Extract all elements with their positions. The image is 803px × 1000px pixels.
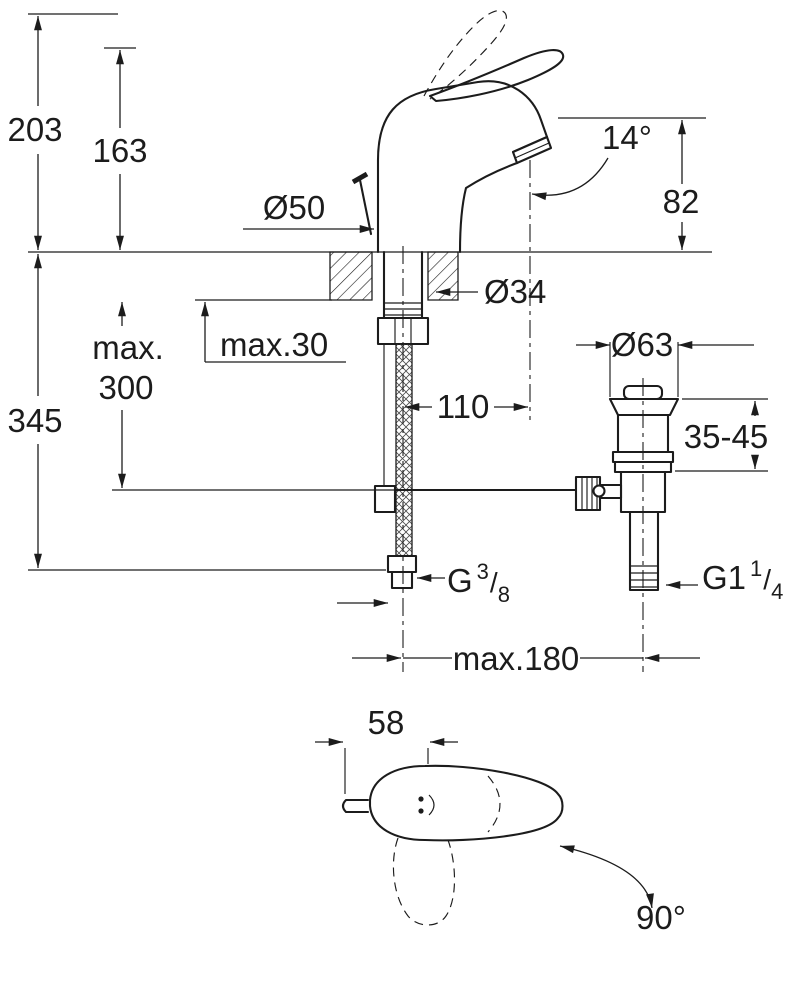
dim-14deg-label: 14° (602, 119, 652, 156)
deck-hatch-right (427, 251, 459, 301)
dim-300-label: 300 (98, 369, 153, 406)
rod-ball-joint (592, 484, 606, 498)
dim-hose-length: max. 300 (92, 301, 164, 489)
dimensions: 203 163 Ø50 14° 82 Ø34 (7, 15, 783, 936)
hose-connector-upper (386, 554, 418, 574)
dim-345: 345 (7, 253, 63, 568)
faucet-body-outline (376, 80, 549, 254)
top-view-handle-swivelled-dashed (392, 837, 456, 926)
threaded-shank (382, 250, 424, 320)
dim-203-label: 203 (7, 111, 62, 148)
knurl-lines (581, 478, 598, 509)
fixing-bracket (373, 484, 397, 514)
aerator-midline (514, 142, 550, 159)
dim-flange-diameter: Ø63 (576, 326, 754, 363)
dim-base-diameter: Ø50 (243, 189, 375, 233)
pop-up-rod-knob (351, 171, 369, 185)
handle-lever (428, 49, 565, 103)
pop-up-waste (574, 384, 680, 592)
dim-hole-diameter: Ø34 (435, 273, 546, 310)
dim-345-label: 345 (7, 402, 62, 439)
dim-d34-label: Ø34 (484, 273, 546, 310)
dim-d50-label: Ø50 (263, 189, 325, 226)
top-view-dot-1 (418, 796, 424, 802)
dim-max-label: max. (92, 329, 164, 366)
dim-163: 163 (92, 50, 148, 250)
tailpipe-thread-lines (630, 565, 658, 588)
dim-deck-thickness: max.30 (201, 301, 346, 363)
top-view (341, 764, 564, 926)
top-view-body-handle (368, 764, 564, 842)
waste-flange (608, 397, 680, 417)
handle-raised-dashed-outline (423, 9, 507, 100)
dim-handle-swivel: 90° (559, 845, 686, 936)
ext-flange-edges (609, 342, 679, 397)
side-view-faucet (351, 9, 565, 254)
hose-connector-nipple (390, 570, 414, 590)
top-view-handle-edge-dashed (487, 775, 501, 833)
dim-spout-projection: 110 (404, 388, 528, 425)
dim-max30-label: max.30 (220, 326, 328, 363)
dim-max180-label: max.180 (453, 640, 580, 677)
waste-tailpipe (628, 510, 660, 592)
dim-waste-range: 35-45 (684, 400, 768, 470)
reference-lines (28, 13, 768, 571)
top-view-dot-2 (418, 808, 424, 814)
deck-hatch-left (329, 251, 373, 301)
dim-3545-label: 35-45 (684, 418, 768, 455)
centerlines (402, 160, 644, 672)
nut-facets (394, 318, 412, 344)
dim-82: 82 (663, 120, 700, 250)
dim-110-label: 110 (437, 388, 490, 425)
top-view-spout-tip (341, 798, 370, 814)
dim-spout-angle: 14° (531, 119, 652, 201)
dim-center-distance: max.180 (352, 640, 700, 677)
dim-82-label: 82 (663, 183, 700, 220)
deck-section (329, 251, 459, 301)
dim-d63-label: Ø63 (611, 326, 673, 363)
dim-163-label: 163 (92, 132, 147, 169)
dim-58-label: 58 (368, 704, 405, 741)
dim-top-width: 58 (315, 704, 458, 794)
flexible-hose (395, 343, 413, 557)
pop-up-rod (358, 178, 373, 236)
dim-90deg-label: 90° (636, 899, 686, 936)
top-view-aerator-arc (428, 794, 435, 816)
spout-underside (458, 161, 519, 254)
dim-203: 203 (7, 15, 63, 250)
